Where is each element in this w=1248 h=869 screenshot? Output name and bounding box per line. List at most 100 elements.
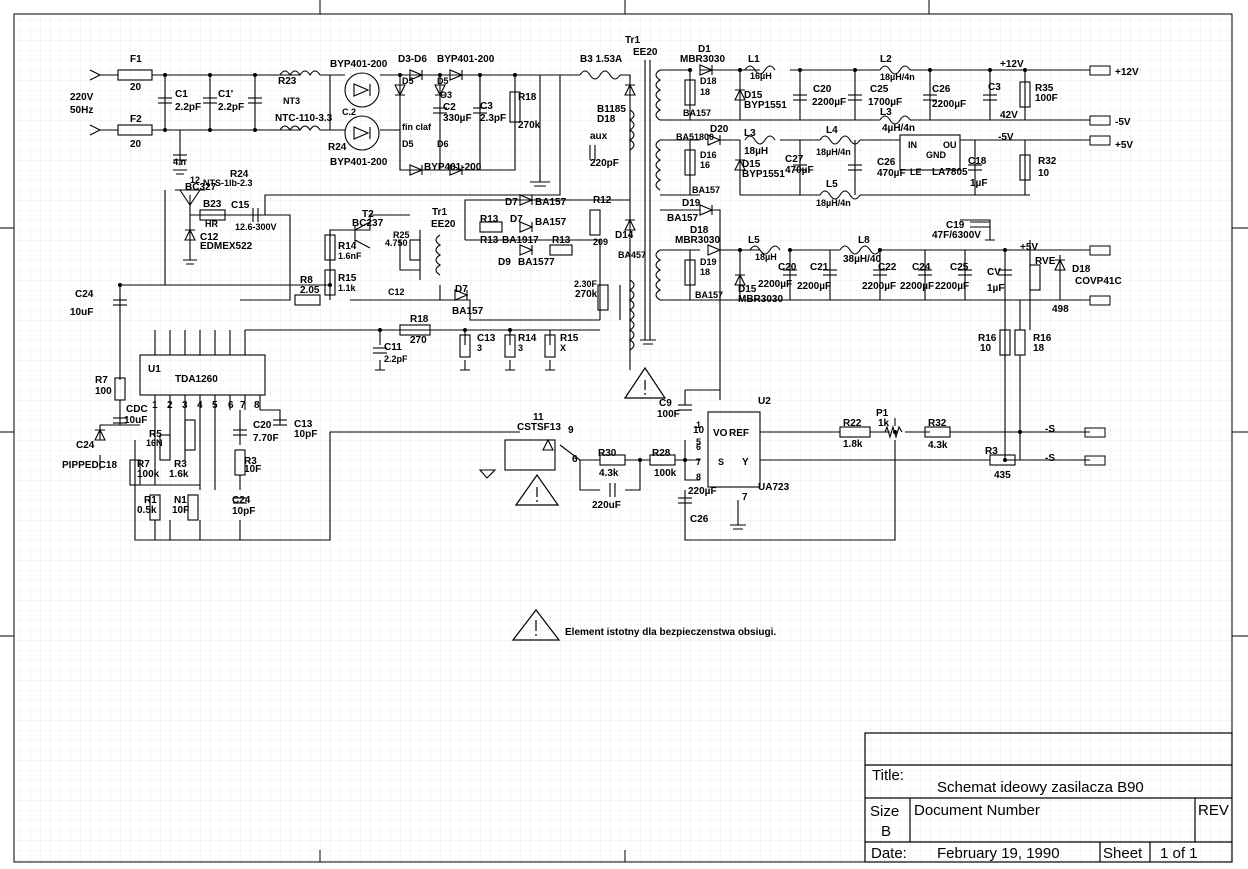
component-label: 498: [1052, 304, 1069, 315]
component-label: 2200µF: [935, 281, 969, 292]
component-label: 18µH/4n: [880, 72, 915, 82]
safety-note: Element istotny dla bezpieczenstwa obsiu…: [565, 627, 776, 638]
component-label: B1185: [597, 104, 626, 115]
component-label: C26: [932, 84, 951, 95]
potentiometer-p1: [884, 418, 903, 439]
component-label: R18: [518, 92, 537, 103]
component-label: R23: [278, 76, 297, 87]
component-label: C12: [388, 287, 405, 297]
component-label: GND: [926, 150, 947, 160]
capacitor-c24-left: [113, 299, 127, 306]
fuse-f2: [117, 124, 153, 136]
component-label: 2.2pF: [175, 102, 201, 113]
component-label: NTC-110-3.3: [275, 113, 333, 124]
inductor-l2: [879, 65, 911, 75]
component-label: N1: [174, 495, 187, 506]
inductor-l5b: [749, 245, 781, 255]
component-label: F2: [130, 114, 142, 125]
component-label: 8: [696, 472, 701, 482]
component-label: R18: [410, 314, 429, 325]
primary-winding: [628, 109, 635, 151]
component-label: 11: [533, 412, 544, 423]
component-label: R32: [928, 418, 947, 429]
component-label: D7: [510, 214, 523, 225]
component-label: C25: [950, 262, 969, 273]
warning-triangles: [511, 366, 667, 641]
resistor-r30: [599, 454, 626, 466]
component-label: D16: [700, 150, 717, 160]
component-label: 1: [152, 400, 158, 411]
capacitor-c20: [793, 94, 807, 101]
capacitor-c26b: [848, 164, 862, 171]
component-label: R13: [480, 235, 499, 246]
component-label: 4: [197, 400, 203, 411]
component-label: BA1577: [518, 257, 555, 268]
capacitor-cv: [998, 269, 1012, 276]
component-label: BA457: [618, 250, 646, 260]
component-label: -S: [1045, 453, 1055, 464]
component-label: 1k: [878, 418, 890, 429]
component-labels: 220V50HzF120F220C12.2pFC1'2.2pF4.nR23NT3…: [62, 35, 1139, 525]
component-label: 470µF: [877, 168, 906, 179]
resistor-r5: [159, 434, 171, 461]
diode-bridge-upper: [344, 72, 380, 108]
component-label: C20: [778, 262, 797, 273]
component-label: 3: [182, 400, 188, 411]
component-label: S: [718, 457, 724, 467]
inductor-nt3: [279, 70, 321, 77]
diode-d6: [449, 164, 464, 176]
component-label: MBR3030: [738, 294, 783, 305]
capacitor-c18: [968, 164, 982, 171]
resistor-r3c: [989, 454, 1016, 466]
component-label: fin claf: [402, 122, 432, 132]
component-label: R13: [480, 214, 499, 225]
component-label: R7: [137, 459, 150, 470]
sheet-label: Sheet: [1103, 845, 1143, 862]
component-label: -5V: [998, 132, 1014, 143]
capacitor-c11: [373, 347, 387, 354]
component-label: C21: [810, 262, 829, 273]
resistor-rve: [1029, 264, 1041, 291]
transistor-bc327: [175, 189, 205, 206]
component-label: 6: [696, 442, 701, 452]
component-label: -S: [1045, 424, 1055, 435]
component-label: C3: [480, 101, 493, 112]
resistor-r14b: [504, 334, 516, 358]
component-label: 18µH: [744, 146, 768, 157]
diode-d14: [624, 218, 636, 231]
resistor-r13b: [549, 244, 573, 256]
component-label: C15: [231, 200, 250, 211]
component-label: R25: [393, 230, 410, 240]
resistor-n1: [187, 494, 199, 521]
component-label: CDC: [126, 404, 148, 415]
component-label: 5: [212, 400, 218, 411]
component-label: R15: [560, 333, 579, 344]
resistor-r18b: [399, 324, 431, 336]
transformer-tr1: [644, 60, 651, 340]
component-label: 18: [700, 87, 710, 97]
component-label: COVP41C: [1075, 276, 1122, 287]
component-label: NT3: [283, 96, 300, 106]
component-label: 10F: [172, 505, 189, 516]
component-label: C9: [659, 398, 672, 409]
component-label: PIPPEDC18: [62, 460, 117, 471]
component-label: U2: [758, 396, 771, 407]
output-connectors: [1084, 65, 1111, 466]
date-value: February 19, 1990: [937, 845, 1060, 862]
component-label: R3: [244, 456, 257, 467]
document-number-label: Document Number: [914, 802, 1040, 819]
component-label: LE: [910, 167, 922, 177]
ic-u2-ua723: [707, 411, 761, 488]
component-label: 220pF: [590, 158, 619, 169]
component-label: R3: [985, 446, 998, 457]
component-label: 270: [410, 335, 427, 346]
component-label: BYP401-200: [330, 59, 388, 70]
component-label: R15: [338, 273, 357, 284]
resistor-r32b: [924, 426, 951, 438]
resistor-r8: [294, 294, 321, 306]
component-label: R30: [598, 448, 617, 459]
component-label: 18µH/4n: [816, 147, 851, 157]
inductor-l4: [819, 135, 861, 145]
